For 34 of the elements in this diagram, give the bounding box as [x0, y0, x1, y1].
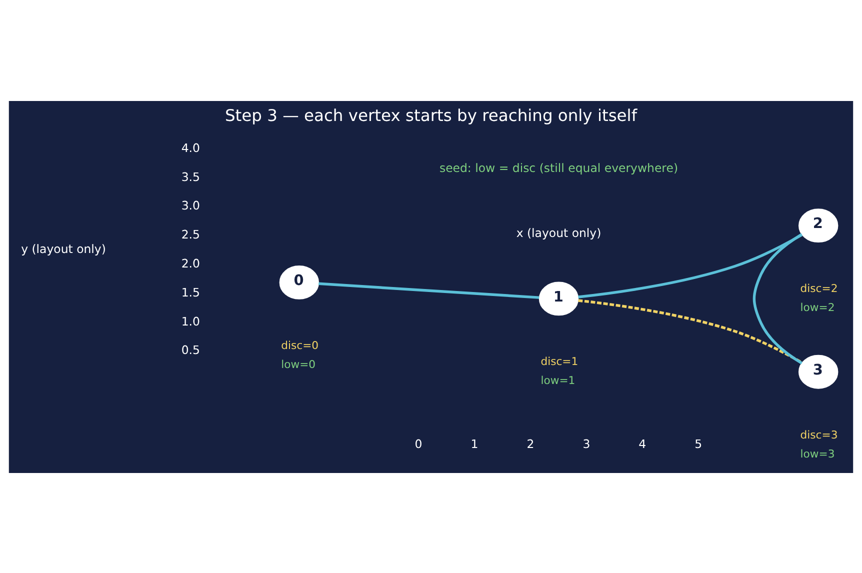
node-label: low=1 [540, 374, 576, 387]
label: 2.5 [181, 227, 200, 242]
label: 5 [694, 436, 702, 451]
node-label: low=2 [800, 300, 835, 314]
label: 1 [470, 436, 478, 451]
label: 2.0 [181, 256, 200, 270]
node-label: low=3 [800, 446, 835, 460]
label: 4 [638, 436, 646, 451]
label: 3 [582, 436, 590, 451]
node-ellipse: 3 [798, 354, 838, 388]
node-label: low=0 [281, 357, 316, 370]
node-ellipse: 1 [538, 281, 579, 316]
label: 3.5 [181, 169, 200, 184]
connector [752, 232, 802, 364]
connector [318, 282, 540, 298]
connector [578, 233, 803, 298]
node-ellipse: 2 [798, 208, 838, 242]
label: 0 [414, 436, 422, 451]
label: x (layout only) [516, 225, 602, 240]
node-label: disc=0 [281, 338, 319, 352]
node-label: disc=2 [800, 282, 838, 295]
label: 4.0 [181, 140, 200, 154]
node-label: disc=1 [540, 354, 578, 368]
label: y (layout only) [21, 242, 106, 256]
label: 3.0 [181, 198, 200, 212]
label: 1.0 [181, 314, 200, 328]
node-ellipse: 0 [279, 265, 320, 299]
label: 0.5 [181, 342, 200, 357]
label: 2 [526, 436, 534, 451]
label: seed: low = disc (still equal everywhere) [439, 160, 678, 174]
node-label: disc=3 [800, 428, 838, 441]
connector [578, 298, 803, 364]
diagram-title: Step 3 — each vertex starts by reaching only itself [224, 106, 638, 125]
label: 1.5 [181, 284, 200, 299]
